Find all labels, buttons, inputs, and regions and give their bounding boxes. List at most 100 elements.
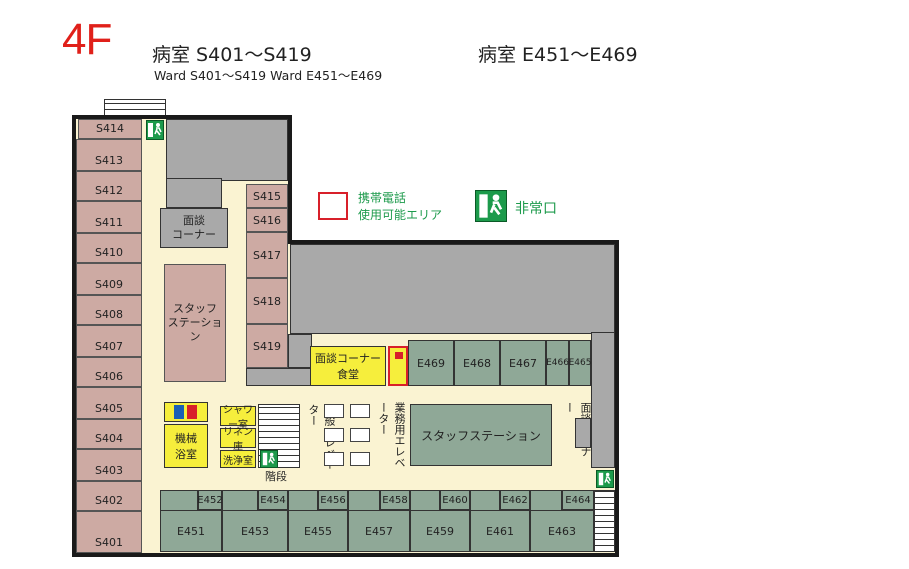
elevator-car [350,404,370,418]
room-label: E466 [546,358,569,368]
room-e456[interactable]: E456 [318,490,348,510]
service-strip [246,368,312,386]
room-e469[interactable]: E469 [408,340,454,386]
room-e458[interactable]: E458 [380,490,410,510]
room-e459[interactable]: E459 [410,510,470,552]
room-s405[interactable]: S405 [76,387,142,419]
room-e467[interactable]: E467 [500,340,546,386]
mechanical-bath[interactable]: 機械 浴室 [164,424,208,468]
room-label: S414 [96,122,124,135]
service-block-east [290,244,615,334]
room-s418[interactable]: S418 [246,278,288,324]
room-label: S404 [95,432,123,445]
room-label: S417 [253,248,281,262]
ward-s-title: 病室 S401〜S419 [152,44,312,66]
s-inner-rooms: S415 S416 S417 S418 S419 [246,184,288,384]
area-label: 浴室 [175,448,197,461]
room-s412[interactable]: S412 [76,171,142,201]
room-s411[interactable]: S411 [76,201,142,233]
e-bottom-rooms: E452 E454 E456 E458 E460 E462 E464 E451 … [160,490,594,552]
interview-corner-right-block [575,418,591,448]
shower-room[interactable]: シャワー室 [220,405,256,431]
service-block-top [166,119,288,181]
room-label: S419 [253,339,281,353]
room-label: E464 [565,494,591,506]
room-e465[interactable]: E465 [569,340,591,386]
area-label: シャワー室 [223,405,253,431]
top-stairs [104,99,166,116]
area-label: 洗浄室 [223,455,253,467]
dining-interview-corner[interactable]: 面談コーナー 食堂 [310,346,386,386]
room-label: E467 [509,356,537,370]
room-e452[interactable]: E452 [197,490,223,510]
room-s402[interactable]: S402 [76,481,142,511]
room-e454[interactable]: E454 [258,490,288,510]
phone-area-legend-text: 携帯電話 使用可能エリア [358,190,442,224]
area-label: スタッフステーション [421,428,541,443]
washroom[interactable]: 洗浄室 [220,450,256,468]
room-s414[interactable]: S414 [78,119,142,139]
ward-e-title: 病室 E451〜E469 [478,44,638,66]
room-label: S410 [95,246,123,259]
room-s404[interactable]: S404 [76,419,142,449]
room-label: E461 [486,524,514,538]
room-s416[interactable]: S416 [246,208,288,232]
room-s410[interactable]: S410 [76,233,142,263]
room-s408[interactable]: S408 [76,295,142,325]
area-label: ステーション [167,316,223,343]
restroom-icons [164,402,208,422]
room-s419[interactable]: S419 [246,324,288,368]
staff-station-main[interactable]: スタッフステーション [410,404,552,466]
east-stairs [594,490,615,552]
room-e457[interactable]: E457 [348,510,410,552]
room-label: S405 [95,402,123,415]
room-e468[interactable]: E468 [454,340,500,386]
room-e460[interactable]: E460 [440,490,470,510]
room-s413[interactable]: S413 [76,139,142,171]
linen-room[interactable]: リネン庫 [220,427,256,453]
restroom-icon [174,405,197,419]
room-s409[interactable]: S409 [76,263,142,295]
area-label: 機械 [175,432,197,445]
room-label: E457 [365,524,393,538]
s-wing-rooms: S414 S413 S412 S411 S410 S409 S408 S407 … [76,119,142,553]
interview-corner-left[interactable]: 面談 コーナー [160,208,228,248]
room-label: E456 [320,494,346,506]
room-e453[interactable]: E453 [222,510,288,552]
room-s406[interactable]: S406 [76,357,142,387]
room-e455[interactable]: E455 [288,510,348,552]
room-s415[interactable]: S415 [246,184,288,208]
phone-icon [395,352,403,359]
service-block-east-right [591,332,615,468]
room-s407[interactable]: S407 [76,325,142,357]
area-label: 食堂 [337,368,359,381]
phone-area-marker [388,346,408,386]
room-label: S412 [95,184,123,197]
legend-phone-line2: 使用可能エリア [358,207,443,222]
room-label: E453 [241,524,269,538]
room-e461[interactable]: E461 [470,510,530,552]
room-e462[interactable]: E462 [500,490,530,510]
room-label: E451 [177,524,205,538]
emergency-exit-icon [146,120,164,140]
elevator-car [350,428,370,442]
room-label: E455 [304,524,332,538]
service-elevator-label: 業務用エレベーター [377,402,406,468]
room-e466[interactable]: E466 [546,340,569,386]
room-label: S411 [95,216,123,229]
room-s417[interactable]: S417 [246,232,288,278]
room-e451[interactable]: E451 [160,510,222,552]
room-label: E462 [502,494,528,506]
room-e463[interactable]: E463 [530,510,594,552]
room-label: S413 [95,154,123,167]
staff-station-left[interactable]: スタッフ ステーション [164,264,226,382]
room-label: S416 [253,213,281,227]
room-e464[interactable]: E464 [562,490,594,510]
elevator-car [324,428,344,442]
floor-number: 4F [62,15,112,64]
area-label: コーナー [172,228,216,241]
area-label: 面談 [183,214,205,228]
room-s401[interactable]: S401 [76,511,142,553]
room-s403[interactable]: S403 [76,449,142,481]
room-label: S409 [95,278,123,291]
